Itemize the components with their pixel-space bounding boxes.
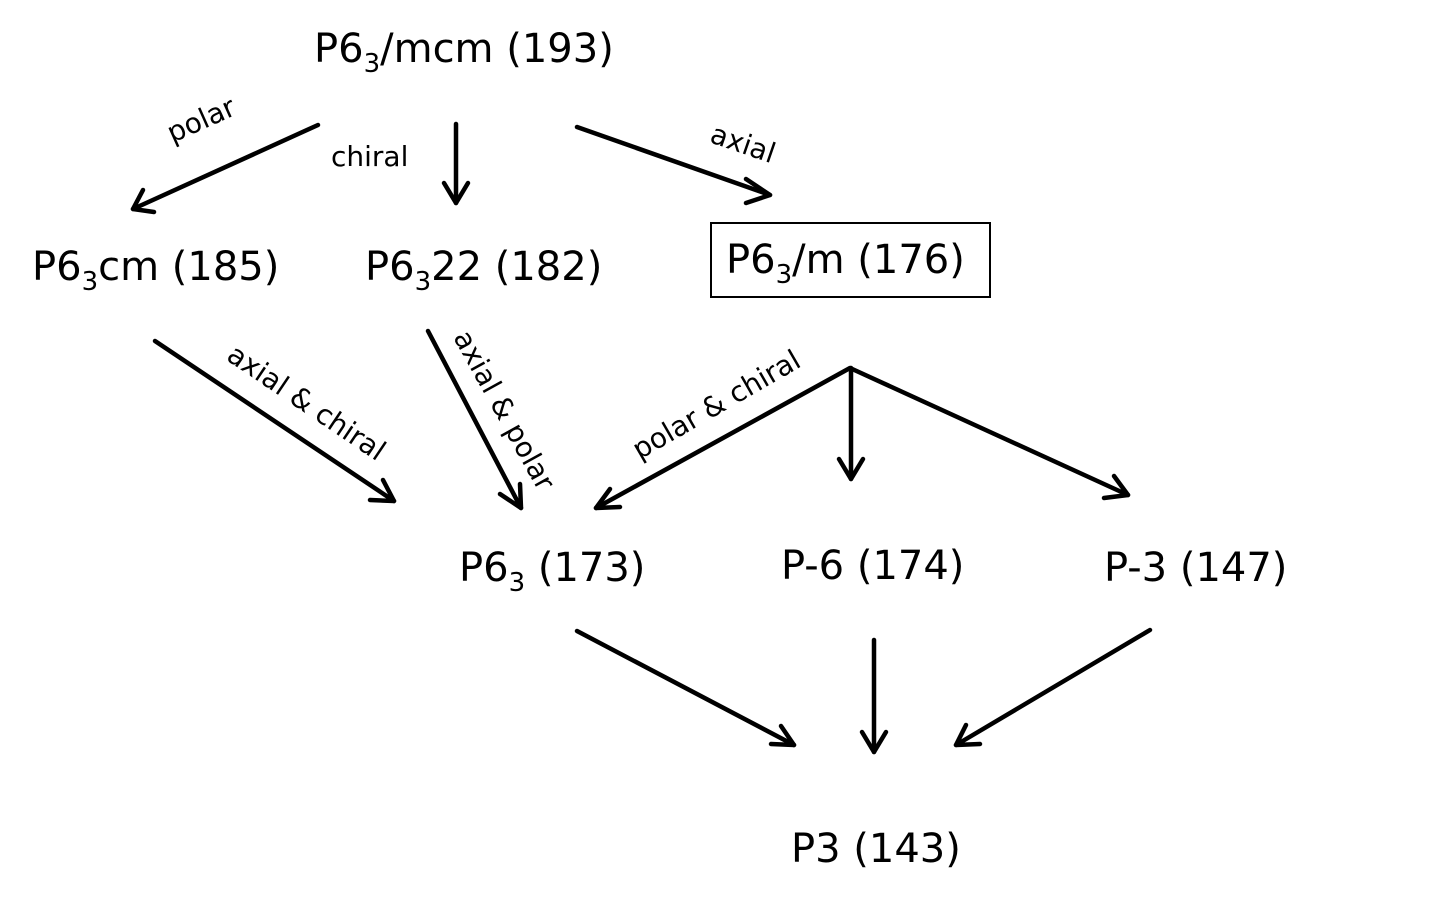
arrow-p63mcm-to-p63cm [130,122,321,212]
node-p63cm-base: P6 [32,244,82,290]
arrowhead-p63-from-p63cm [367,477,397,504]
node-p63mcm-base: P6 [314,26,364,72]
node-p6322-subscript: 3 [414,267,432,297]
node-p3-text: P3 (143) [791,826,961,872]
node-p63m-rest: /m (176) [792,237,965,283]
arrowhead-p63cm [130,187,157,215]
arrowhead-p6322 [441,180,471,206]
arrowhead-p63-from-p6322 [497,481,524,511]
node-p6322-base: P6 [365,244,415,290]
arrow-p63cm-to-p63 [152,338,397,504]
node-p63: P63 (173) [459,545,646,596]
node-p63m-base: P6 [726,237,776,283]
node-p63mcm-subscript: 3 [363,49,381,79]
arrowhead-p3-from-pm6 [859,729,889,755]
node-p63m: P63/m (176) [710,222,991,298]
arrowhead-p3-from-pm3 [953,722,983,748]
node-p63mcm: P63/mcm (193) [314,26,614,77]
edge-label-chiral: chiral [331,140,409,173]
node-pm6: P-6 (174) [781,546,964,586]
arrow-pm3-to-p3 [953,627,1153,748]
arrowhead-p63-from-p63m [593,486,623,511]
node-pm3-text: P-3 (147) [1104,545,1288,591]
node-p63cm-rest: cm (185) [98,244,280,290]
arrow-p63mcm-to-p63m [574,124,773,198]
arrowhead-pm6 [836,456,866,482]
node-p63-subscript: 3 [508,568,526,598]
arrow-p63-to-p3 [574,628,797,748]
node-p6322: P6322 (182) [365,244,603,295]
node-pm3: P-3 (147) [1104,548,1287,588]
arrowhead-pm3-from-p63m [1101,473,1131,501]
node-pm6-text: P-6 (174) [781,543,965,589]
node-p63-rest: (173) [525,545,646,591]
node-p63m-subscript: 3 [775,260,793,290]
arrowhead-p63m [743,176,773,206]
arrowhead-p3-from-p63 [768,723,797,748]
arrow-p6322-to-p63 [425,328,524,511]
node-p63mcm-rest: /mcm (193) [380,26,614,72]
node-p63cm: P63cm (185) [32,244,280,295]
node-p63-base: P6 [459,545,509,591]
node-p63cm-subscript: 3 [81,267,99,297]
node-p6322-rest: 22 (182) [431,244,603,290]
node-p3: P3 (143) [791,829,961,869]
